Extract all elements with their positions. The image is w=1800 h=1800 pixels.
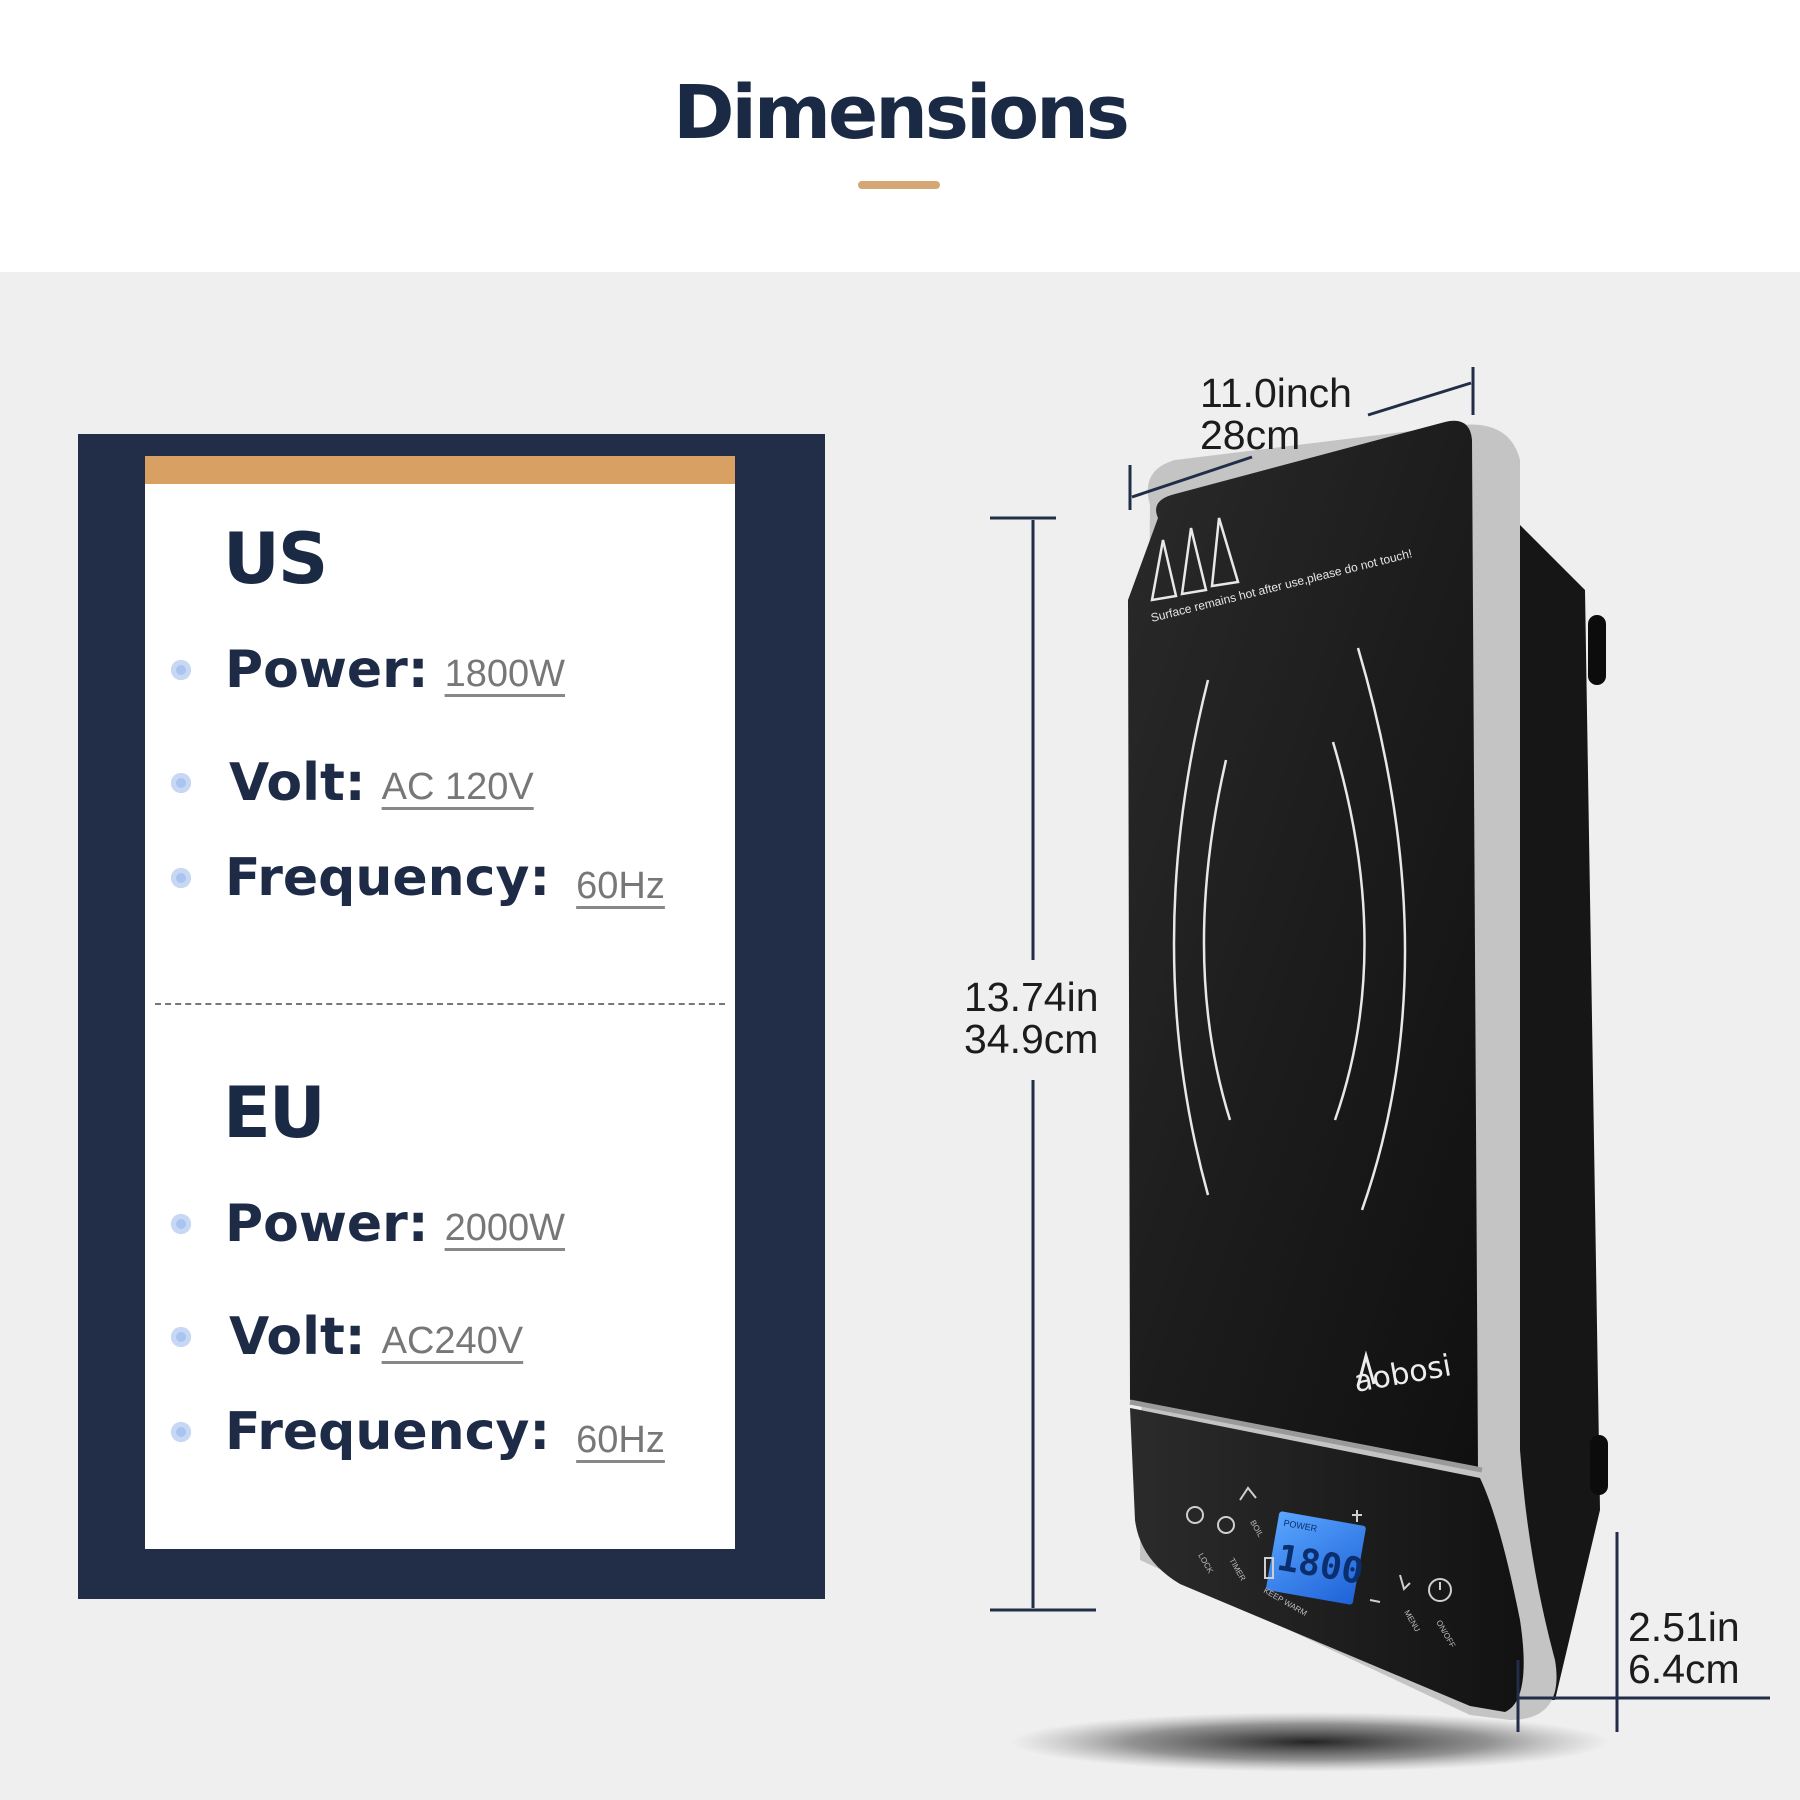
cooktop-glass (1128, 420, 1478, 1468)
spec-label: Volt: (229, 1307, 366, 1367)
width-inch-label: 11.0inch (1200, 370, 1352, 416)
warning-icon (1150, 517, 1240, 602)
minus-icon[interactable] (1369, 1599, 1381, 1603)
brand-logo-icon (1356, 1350, 1376, 1387)
spec-row-us-volt: Volt: AC 120V (171, 753, 534, 813)
bullet-icon (171, 660, 191, 680)
timer-icon[interactable] (1217, 1516, 1235, 1534)
spec-row-eu-volt: Volt: AC240V (171, 1307, 523, 1367)
length-inch-label: 13.74in (964, 974, 1099, 1020)
panel-seam (1129, 1399, 1483, 1473)
dimension-lines (990, 367, 1770, 1732)
spec-value: 1800W (444, 652, 565, 695)
boil-icon[interactable] (1239, 1486, 1257, 1501)
title-underline (858, 181, 940, 189)
spec-row-us-frequency: Frequency: 60Hz (171, 848, 665, 908)
menu-icon[interactable] (1399, 1574, 1411, 1591)
page-title: Dimensions (673, 70, 1130, 156)
bullet-icon (171, 1422, 191, 1442)
spec-row-eu-frequency: Frequency: 60Hz (171, 1402, 665, 1462)
spec-label: Power: (225, 1194, 429, 1254)
spec-value: 2000W (444, 1206, 565, 1249)
region-title-eu: EU (223, 1072, 326, 1154)
header: Dimensions (0, 0, 1800, 272)
spec-label: Volt: (229, 753, 366, 813)
spec-row-us-power: Power: 1800W (171, 640, 565, 700)
bullet-icon (171, 1327, 191, 1347)
floor-shadow (1010, 1712, 1610, 1772)
spec-label: Frequency: (225, 1402, 551, 1462)
cooktop-foot (1590, 1435, 1608, 1495)
spec-card-accent-bar (145, 456, 735, 484)
cooktop-foot (1588, 615, 1606, 685)
spec-value: AC 120V (381, 765, 534, 808)
width-cm-label: 28cm (1200, 412, 1301, 458)
spec-value: 60Hz (576, 864, 665, 907)
heating-zone-rings (1172, 647, 1407, 1211)
region-title-us: US (223, 518, 328, 600)
spec-row-eu-power: Power: 2000W (171, 1194, 565, 1254)
plus-icon[interactable] (1352, 1510, 1362, 1522)
bullet-icon (171, 868, 191, 888)
spec-label: Frequency: (225, 848, 551, 908)
power-icon[interactable] (1428, 1578, 1452, 1602)
spec-card: US Power: 1800W Volt: AC 120V Frequency:… (145, 456, 735, 1549)
keep-warm-icon[interactable] (1264, 1557, 1274, 1579)
height-cm-label: 6.4cm (1628, 1646, 1740, 1692)
spec-value: 60Hz (576, 1418, 665, 1461)
cooktop-body-side (1495, 500, 1600, 1700)
spec-label: Power: (225, 640, 429, 700)
lock-icon[interactable] (1186, 1506, 1204, 1524)
region-divider (155, 1003, 725, 1005)
length-cm-label: 34.9cm (964, 1016, 1099, 1062)
bullet-icon (171, 1214, 191, 1234)
height-inch-label: 2.51in (1628, 1604, 1740, 1650)
spec-value: AC240V (381, 1319, 524, 1362)
lcd-display (1266, 1511, 1366, 1605)
bullet-icon (171, 773, 191, 793)
